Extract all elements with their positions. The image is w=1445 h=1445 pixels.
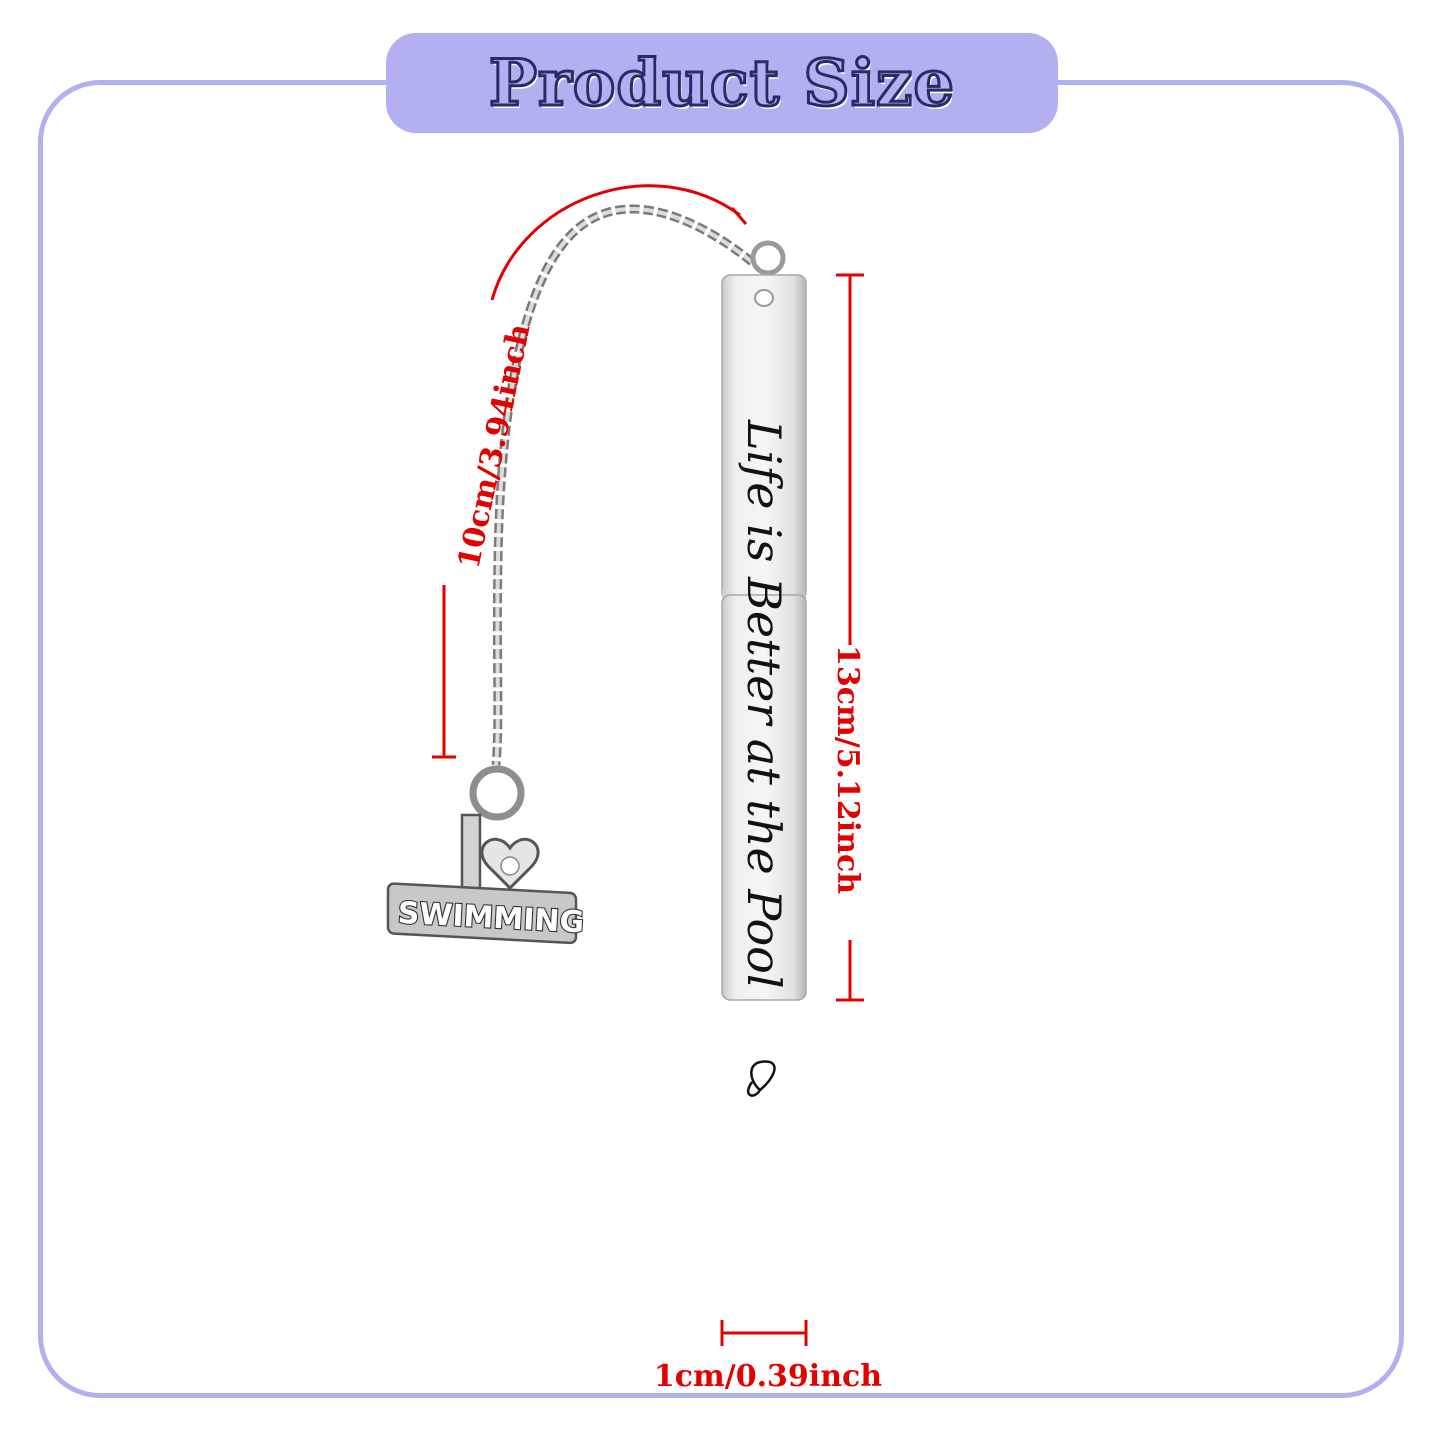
bar-length-label: 13cm/5.12inch: [830, 645, 865, 894]
chain-highlight: [494, 207, 754, 766]
bar-hole: [754, 289, 774, 307]
page-title: Product Size: [487, 44, 956, 122]
product-frame: [38, 80, 1404, 1398]
chain-dimension-upper: [490, 184, 741, 301]
title-banner: Product Size: [386, 33, 1058, 133]
bookmark-bar-lower: [721, 594, 807, 1001]
bar-width-label: 1cm/0.39inch: [654, 1359, 882, 1394]
chain-length-label: 10cm/3.94inch: [452, 321, 538, 572]
engraving-text: Life is Better at the Pool: [737, 419, 791, 989]
heart-icon: [746, 1060, 776, 1097]
charm-plate: [386, 882, 578, 945]
jump-ring: [750, 240, 786, 276]
charm-ring: [469, 765, 525, 821]
charm-letter-i: [460, 813, 482, 892]
